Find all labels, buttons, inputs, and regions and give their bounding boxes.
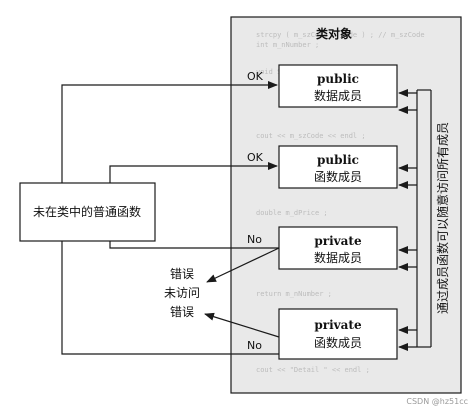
member-access-note: 通过成员函数可以随意访问所有成员 xyxy=(435,122,450,314)
svg-text:double m_dPrice ;: double m_dPrice ; xyxy=(256,209,328,217)
error-note: 错误 未访问 错误 xyxy=(164,267,200,319)
member-box-private-func: private 函数成员 xyxy=(278,308,398,360)
access-result-public-data: OK xyxy=(247,70,264,83)
outside-function-box: 未在类中的普通函数 xyxy=(19,182,156,242)
error-note-line-2: 未访问 xyxy=(164,286,200,300)
svg-text:strcpy ( m_szCode , code ) ; /: strcpy ( m_szCode , code ) ; // m_szCode xyxy=(256,31,425,39)
member-access-label: private xyxy=(314,318,362,332)
member-box-private-data: private 数据成员 xyxy=(278,226,398,270)
svg-text:int m_nNumber ;: int m_nNumber ; xyxy=(256,41,319,49)
outside-function-label: 未在类中的普通函数 xyxy=(33,204,141,219)
member-box-public-data: public 数据成员 xyxy=(278,64,398,108)
member-access-label: private xyxy=(314,234,362,248)
class-object-title: 类对象 xyxy=(316,26,352,41)
inner-access-arrows xyxy=(398,89,432,351)
member-kind-label: 数据成员 xyxy=(314,250,362,265)
access-result-private-func: No xyxy=(247,339,262,352)
access-arrow-public-func xyxy=(109,162,278,183)
error-arrow-bottom xyxy=(204,312,280,338)
access-line-private-data xyxy=(109,241,279,249)
access-arrow-public-data xyxy=(61,81,278,183)
member-access-label: public xyxy=(317,72,359,86)
svg-text:cout << "Detail " << endl ;: cout << "Detail " << endl ; xyxy=(256,366,370,374)
member-kind-label: 函数成员 xyxy=(314,169,362,184)
svg-text:return m_nNumber ;: return m_nNumber ; xyxy=(256,290,332,298)
member-box-public-func: public 函数成员 xyxy=(278,145,398,189)
error-note-line-3: 错误 xyxy=(170,305,194,319)
member-kind-label: 数据成员 xyxy=(314,88,362,103)
access-line-private-func xyxy=(61,241,279,355)
error-note-line-1: 错误 xyxy=(170,267,194,281)
svg-text:cout << m_szCode << endl ;: cout << m_szCode << endl ; xyxy=(256,132,366,140)
access-result-public-func: OK xyxy=(247,151,264,164)
watermark: CSDN @hz51cc xyxy=(406,397,468,406)
error-arrow-top xyxy=(206,247,280,283)
access-result-private-data: No xyxy=(247,233,262,246)
member-access-label: public xyxy=(317,153,359,167)
member-kind-label: 函数成员 xyxy=(314,335,362,350)
